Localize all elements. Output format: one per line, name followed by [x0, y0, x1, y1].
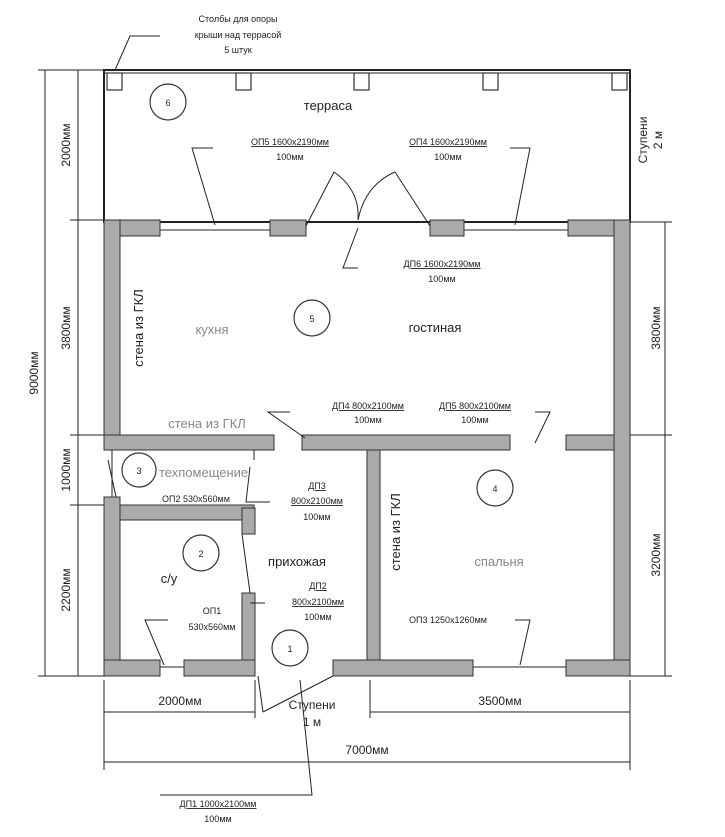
entrance-steps-label: 1 м	[303, 715, 321, 729]
dim-left: 1000мм	[59, 448, 73, 491]
posts-note: Столбы для опоры	[199, 14, 278, 24]
dim-total-width: 7000мм	[345, 743, 388, 757]
label: 1	[287, 644, 292, 654]
label: 530х560мм	[189, 622, 236, 632]
label: 800х2100мм	[291, 496, 343, 506]
posts-leader	[114, 35, 160, 71]
label: 3	[136, 466, 141, 476]
posts-note: 5 штук	[224, 45, 251, 55]
room-tech: техпомещение	[159, 465, 248, 480]
room-wc: с/у	[161, 571, 178, 586]
dimension-lines	[38, 69, 672, 770]
label: 2	[198, 549, 203, 559]
label: 5	[309, 314, 314, 324]
label: ДП3	[308, 481, 326, 491]
room-bedroom: спальня	[474, 554, 523, 569]
dim-bottom: 3500мм	[478, 694, 521, 708]
dim-total-height: 9000мм	[27, 351, 41, 394]
label: ОП2 530х560мм	[162, 494, 230, 504]
label: 800х2100мм	[292, 597, 344, 607]
label: ДП6 1600х2190мм	[404, 259, 481, 269]
gkl-wall-label: стена из ГКЛ	[388, 493, 403, 571]
dim-right: 3200мм	[649, 533, 663, 576]
leaders	[144, 147, 551, 796]
posts-note: крыши над террасой	[195, 30, 282, 40]
room-hallway: прихожая	[268, 554, 326, 569]
dim-left: 2000мм	[59, 123, 73, 166]
roof-posts	[106, 72, 628, 91]
label: 4	[492, 484, 497, 494]
room-kitchen: кухня	[195, 322, 228, 337]
label: ОП1	[203, 606, 221, 616]
label: ОП3 1250х1260мм	[409, 615, 487, 625]
dim-left: 2200мм	[59, 568, 73, 611]
label: ДП4 800х2100мм	[332, 401, 404, 411]
room-terrace: терраса	[304, 98, 353, 113]
label: 100мм	[303, 512, 330, 522]
gkl-wall-label: стена из ГКЛ	[168, 416, 246, 431]
terrace-steps-label: Ступени	[636, 117, 650, 164]
label: ДП5 800х2100мм	[439, 401, 511, 411]
room-living: гостиная	[409, 320, 462, 335]
label: 100мм	[354, 415, 381, 425]
walls	[103, 219, 631, 677]
label: 100мм	[428, 274, 455, 284]
gkl-wall-label: стена из ГКЛ	[131, 289, 146, 367]
label: ОП5 1600х2190мм	[251, 137, 329, 147]
label: 100мм	[304, 612, 331, 622]
opening-labels: ОП5 1600х2190мм 100мм ОП4 1600х2190мм 10…	[162, 137, 511, 824]
label: 100мм	[434, 152, 461, 162]
label: ДП1 1000х2100мм	[180, 799, 257, 809]
label: 100мм	[461, 415, 488, 425]
label: 100мм	[276, 152, 303, 162]
dim-right: 3800мм	[649, 306, 663, 349]
label: 6	[165, 98, 170, 108]
label: ОП4 1600х2190мм	[409, 137, 487, 147]
dim-bottom: 2000мм	[158, 694, 201, 708]
room-markers: 6 5 3 4 2 1	[121, 83, 514, 667]
dim-left: 3800мм	[59, 306, 73, 349]
label: ДП2	[309, 581, 327, 591]
entrance-steps-label: Ступени	[289, 698, 336, 712]
label: 100мм	[204, 814, 231, 824]
terrace-steps-label: 2 м	[651, 131, 665, 149]
windows	[107, 229, 568, 668]
doors	[241, 171, 431, 713]
